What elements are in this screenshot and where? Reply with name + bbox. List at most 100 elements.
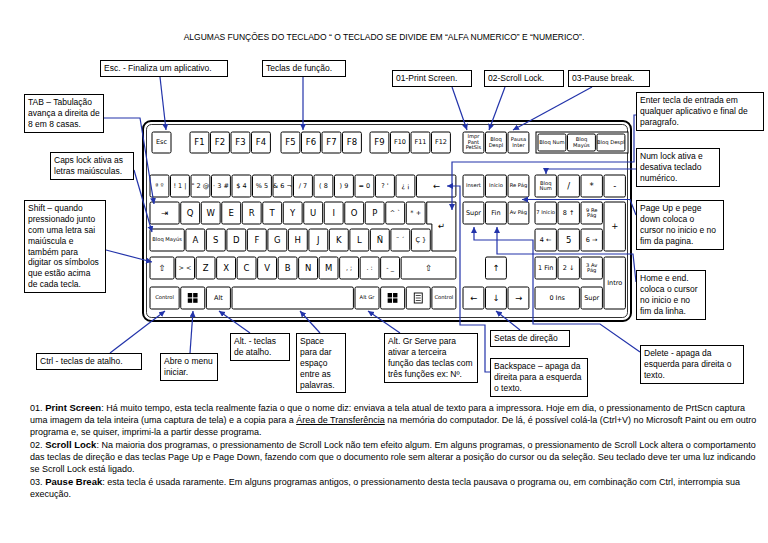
key bbox=[486, 132, 507, 153]
key bbox=[538, 134, 566, 151]
leader-line bbox=[190, 311, 193, 353]
key-label: R bbox=[242, 202, 261, 224]
leader-line bbox=[368, 311, 400, 333]
key-label: Bloq Despl bbox=[486, 132, 507, 153]
key bbox=[463, 132, 484, 153]
callout-text: Alt. Gr Serve para ativar a terceira fun… bbox=[388, 336, 473, 379]
key-label: W bbox=[201, 202, 220, 224]
key bbox=[273, 175, 292, 197]
key-label: O bbox=[345, 202, 364, 224]
key-label: · 3 # bbox=[212, 175, 231, 197]
windows-logo bbox=[388, 298, 392, 302]
key-label: Ñ bbox=[370, 229, 389, 251]
callout-text: Delete - apaga da esquerda para direita … bbox=[644, 348, 731, 380]
key-label: ( 8 bbox=[314, 175, 333, 197]
key bbox=[508, 287, 529, 309]
note-term: Print Screen bbox=[45, 402, 101, 413]
key-label: F8 bbox=[343, 132, 362, 153]
key-label: ⇥ bbox=[150, 202, 179, 224]
key-label: V bbox=[258, 257, 277, 279]
key-label: ← bbox=[463, 287, 484, 309]
key-label: ) 9 bbox=[335, 175, 354, 197]
key-label: Bloq Mayús bbox=[568, 134, 596, 151]
menu-icon bbox=[414, 293, 422, 303]
key bbox=[232, 175, 251, 197]
callout-text: 01-Print Screen. bbox=[396, 73, 457, 83]
leader-line bbox=[219, 311, 250, 333]
key bbox=[463, 202, 484, 224]
key bbox=[355, 287, 379, 309]
notes-block: 01.Print Screen: Há muito tempo, esta te… bbox=[30, 402, 762, 501]
key bbox=[150, 229, 184, 251]
page-title: ALGUMAS FUNÇÕES DO TECLADO “ O TECLADO S… bbox=[0, 32, 768, 42]
note-text: 01. bbox=[30, 403, 43, 413]
windows-logo bbox=[188, 298, 192, 302]
key bbox=[150, 287, 179, 309]
key-label: ↵ bbox=[427, 202, 456, 251]
key bbox=[508, 175, 529, 197]
key-label: Supr bbox=[463, 202, 484, 224]
key bbox=[329, 229, 348, 251]
key bbox=[217, 257, 236, 279]
callout-text: Enter tecla de entrada em qualquer aplic… bbox=[640, 95, 748, 127]
key bbox=[535, 229, 556, 251]
note-text: 03. bbox=[30, 477, 43, 487]
callout-box: Home e end. coloca o cursor no inicio e … bbox=[636, 270, 706, 320]
key bbox=[258, 257, 277, 279]
key-label: + bbox=[604, 202, 625, 251]
key-label: T bbox=[263, 202, 282, 224]
key-label: P bbox=[365, 202, 384, 224]
key-label: G bbox=[268, 229, 287, 251]
key-label: 4 ← bbox=[535, 229, 556, 251]
key-label: Fin bbox=[486, 202, 507, 224]
key bbox=[191, 175, 210, 197]
note-paragraph: 01.Print Screen: Há muito tempo, esta te… bbox=[30, 402, 762, 438]
note-term: Pause Break bbox=[45, 476, 102, 487]
key bbox=[294, 175, 313, 197]
callout-box: 02-Scroll Lock. bbox=[484, 70, 564, 87]
windows-logo bbox=[388, 293, 392, 297]
key bbox=[508, 132, 529, 153]
key-label: , ; bbox=[340, 257, 359, 279]
key bbox=[281, 132, 300, 153]
key-label: Esc bbox=[152, 132, 171, 153]
key bbox=[181, 287, 205, 309]
key bbox=[406, 287, 430, 309]
note-paragraph: 02.Scroll Lock: Na maioria dos programas… bbox=[30, 439, 762, 475]
key-label: C bbox=[237, 257, 256, 279]
key bbox=[370, 132, 389, 153]
key-label: F10 bbox=[391, 132, 410, 153]
key bbox=[581, 202, 602, 224]
key-label: = 0 bbox=[355, 175, 374, 197]
leader-line bbox=[300, 311, 320, 333]
key-label: F11 bbox=[411, 132, 430, 153]
key bbox=[535, 287, 579, 309]
key-label: Av Pág bbox=[508, 202, 529, 224]
key bbox=[360, 257, 379, 279]
key-label: Insert bbox=[463, 175, 484, 197]
callout-box: Page Up e pege down coloca o cursor no i… bbox=[636, 200, 724, 250]
key bbox=[370, 229, 389, 251]
key-label: F1 bbox=[190, 132, 209, 153]
key bbox=[314, 175, 333, 197]
key-label: ↑ bbox=[486, 257, 507, 279]
leader-lines bbox=[104, 77, 640, 372]
key bbox=[152, 132, 171, 153]
callout-box: Enter tecla de entrada em qualquer aplic… bbox=[636, 92, 764, 131]
callout-text: Alt. - teclas de atalho. bbox=[234, 336, 276, 357]
key bbox=[263, 202, 282, 224]
key bbox=[406, 202, 425, 224]
key-label: ¨ ´ bbox=[391, 229, 410, 251]
key bbox=[252, 132, 271, 153]
key-label: F bbox=[247, 229, 266, 251]
key-label: U bbox=[304, 202, 323, 224]
key bbox=[247, 229, 266, 251]
key-label: F4 bbox=[252, 132, 271, 153]
leader-line bbox=[110, 311, 165, 353]
key-label: Q bbox=[181, 202, 200, 224]
key-label: Bloq Num bbox=[538, 134, 566, 151]
key-label: J bbox=[309, 229, 328, 251]
leader-line bbox=[134, 170, 152, 232]
callout-text: Ctrl - teclas de atalho. bbox=[40, 356, 123, 366]
